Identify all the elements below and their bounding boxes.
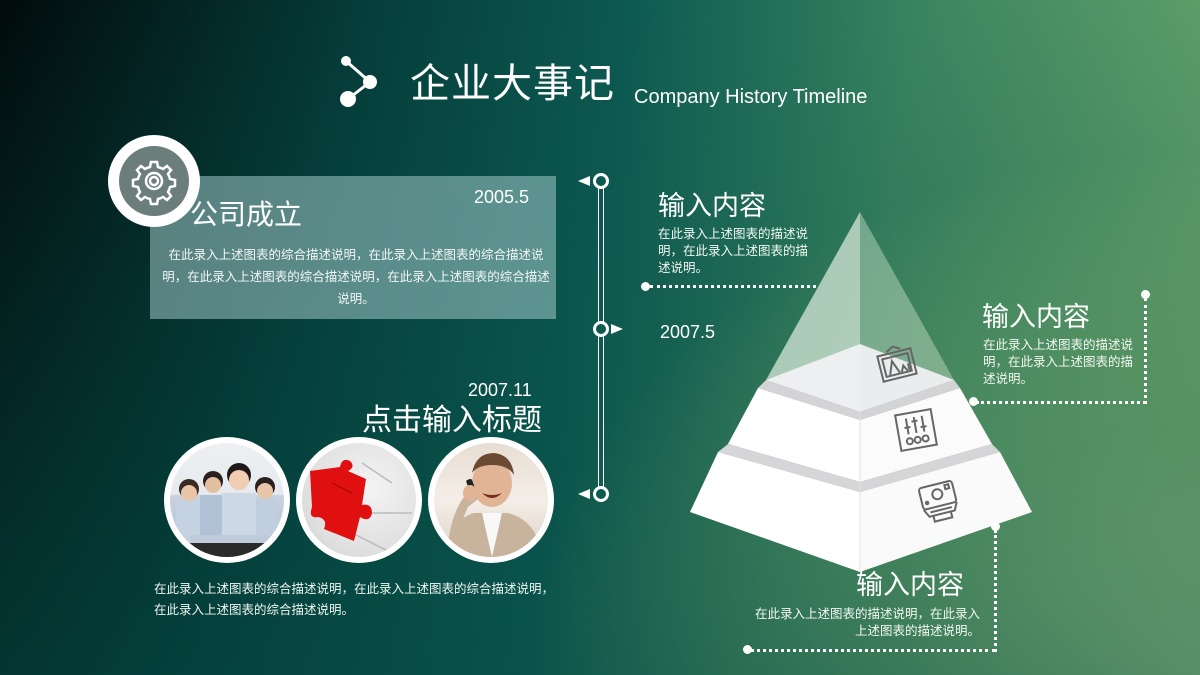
connector-line bbox=[750, 649, 996, 652]
team-photo bbox=[164, 437, 290, 563]
gear-icon bbox=[119, 146, 189, 216]
connector-line bbox=[994, 530, 997, 652]
puzzle-photo bbox=[296, 437, 422, 563]
info-title[interactable]: 输入内容 bbox=[658, 191, 766, 222]
connector-dot bbox=[1141, 290, 1150, 299]
connector-dot bbox=[991, 522, 1000, 531]
timeline-line bbox=[598, 188, 604, 488]
page-title: 企业大事记 bbox=[410, 61, 615, 107]
event-title[interactable]: 点击输入标题 bbox=[362, 403, 542, 438]
instant-camera-icon bbox=[916, 478, 962, 524]
timeline-arrow-left-icon bbox=[578, 176, 590, 186]
page-subtitle: Company History Timeline bbox=[634, 86, 868, 108]
timeline-arrow-left-icon bbox=[578, 489, 590, 499]
event-date: 2007.11 bbox=[468, 380, 532, 400]
event-description: 在此录入上述图表的综合描述说明，在此录入上述图表的综合描述说明，在此录入上述图表… bbox=[154, 581, 555, 617]
connector-dot bbox=[641, 282, 650, 291]
picture-frame-icon bbox=[876, 344, 918, 386]
timeline-node[interactable] bbox=[593, 173, 609, 189]
connector-dot bbox=[969, 397, 978, 406]
connector-line bbox=[1144, 298, 1147, 404]
event-date: 2007.5 bbox=[660, 322, 716, 342]
event-card-2005 bbox=[150, 176, 556, 319]
connector-dot bbox=[743, 645, 752, 654]
timeline-arrow-right-icon bbox=[611, 324, 623, 334]
info-description: 在此录入上述图表的描述说明，在此录入上述图表的描述说明。 bbox=[754, 606, 980, 638]
timeline-node[interactable] bbox=[593, 486, 609, 502]
connector-line bbox=[976, 401, 1146, 404]
equalizer-sliders-icon bbox=[893, 407, 939, 453]
connector-line bbox=[650, 285, 816, 288]
event-title: 公司成立 bbox=[190, 198, 303, 231]
event-description: 在此录入上述图表的综合描述说明，在此录入上述图表的综合描述说明，在此录入上述图表… bbox=[162, 247, 550, 306]
timeline-node[interactable] bbox=[593, 321, 609, 337]
info-description: 在此录入上述图表的描述说明，在此录入上述图表的描述说明。 bbox=[983, 337, 1134, 386]
phone-man-photo bbox=[428, 437, 554, 563]
event-date: 2005.5 bbox=[474, 187, 530, 207]
info-description: 在此录入上述图表的描述说明，在此录入上述图表的描述说明。 bbox=[658, 226, 809, 275]
share-nodes-icon bbox=[336, 52, 386, 110]
info-title[interactable]: 输入内容 bbox=[856, 570, 964, 601]
info-title[interactable]: 输入内容 bbox=[982, 302, 1090, 333]
